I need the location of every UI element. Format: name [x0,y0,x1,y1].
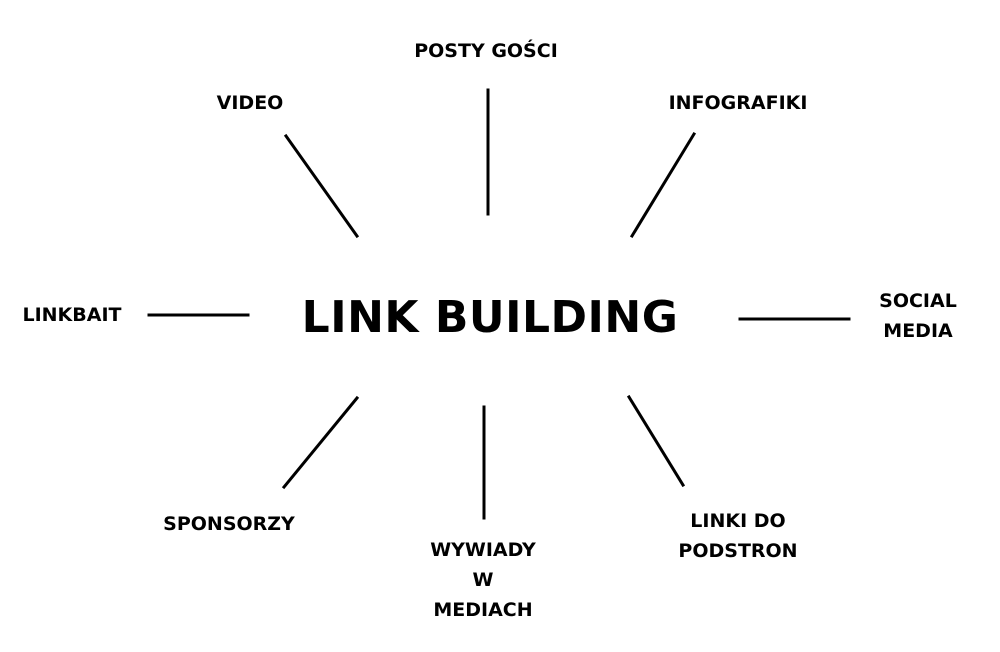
node-sponsorzy: SPONSORZY [149,509,309,539]
node-posty-gosci: POSTY GOŚCI [386,36,586,66]
node-video: VIDEO [190,88,310,118]
node-video-text: VIDEO [216,92,284,114]
node-social-media-line1: SOCIAL [879,290,957,312]
node-social-media: SOCIAL MEDIA [858,286,978,346]
node-linkbait: LINKBAIT [2,300,142,330]
node-infografiki-text: INFOGRAFIKI [668,92,808,114]
node-social-media-line2: MEDIA [883,320,953,342]
connector-linki-do-podstron [626,394,686,488]
node-wywiady-line2: W [472,569,494,591]
node-wywiady-w-mediach: WYWIADY W MEDIACH [413,535,553,625]
node-infografiki: INFOGRAFIKI [638,88,838,118]
node-wywiady-line3: MEDIACH [433,599,533,621]
node-linki-do-podstron-line2: PODSTRON [678,540,798,562]
connector-infografiki [629,131,697,239]
node-linki-do-podstron-line1: LINKI DO [690,510,786,532]
node-wywiady-line1: WYWIADY [430,539,536,561]
node-sponsorzy-text: SPONSORZY [163,513,295,535]
connector-video [283,133,360,239]
connector-sponsorzy [281,395,360,490]
node-linkbait-text: LINKBAIT [22,304,122,326]
node-linki-do-podstron: LINKI DO PODSTRON [663,506,813,566]
node-posty-gosci-text: POSTY GOŚCI [414,40,558,62]
center-topic: LINK BUILDING [301,292,679,343]
